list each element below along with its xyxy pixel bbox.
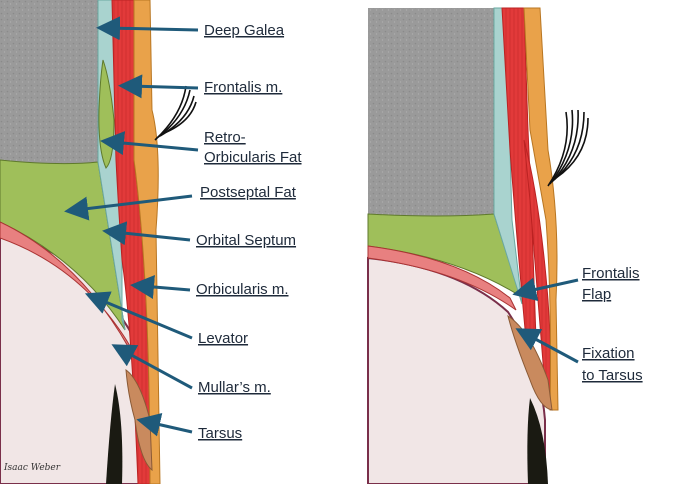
right-bone xyxy=(368,8,494,216)
label-orbicularis: Orbicularis m. xyxy=(196,281,289,298)
label-fixation-1: Fixation xyxy=(582,345,635,362)
left-bone xyxy=(0,0,98,164)
arrow-frontalis xyxy=(130,86,198,88)
label-frontalis-flap-1: Frontalis xyxy=(582,265,640,282)
label-levator: Levator xyxy=(198,330,248,347)
label-tarsus: Tarsus xyxy=(198,425,242,442)
right-panel: Frontalis Flap Fixation to Tarsus xyxy=(368,8,643,484)
label-retro-fat-2: Orbicularis Fat xyxy=(204,149,302,166)
label-septum: Orbital Septum xyxy=(196,232,296,249)
left-brow-hairs xyxy=(155,86,196,140)
label-mullar: Mullar’s m. xyxy=(198,379,271,396)
label-deep-galea: Deep Galea xyxy=(204,22,285,39)
label-postseptal: Postseptal Fat xyxy=(200,184,297,201)
label-frontalis: Frontalis m. xyxy=(204,79,282,96)
label-retro-fat-1: Retro- xyxy=(204,129,246,146)
right-brow-hairs xyxy=(548,110,588,186)
signature: Isaac Weber xyxy=(3,463,61,473)
left-panel: Deep Galea Frontalis m. Retro- Orbicular… xyxy=(0,0,302,484)
arrow-deep-galea xyxy=(108,28,198,30)
label-frontalis-flap-2: Flap xyxy=(582,286,611,303)
label-fixation-2: to Tarsus xyxy=(582,367,643,384)
